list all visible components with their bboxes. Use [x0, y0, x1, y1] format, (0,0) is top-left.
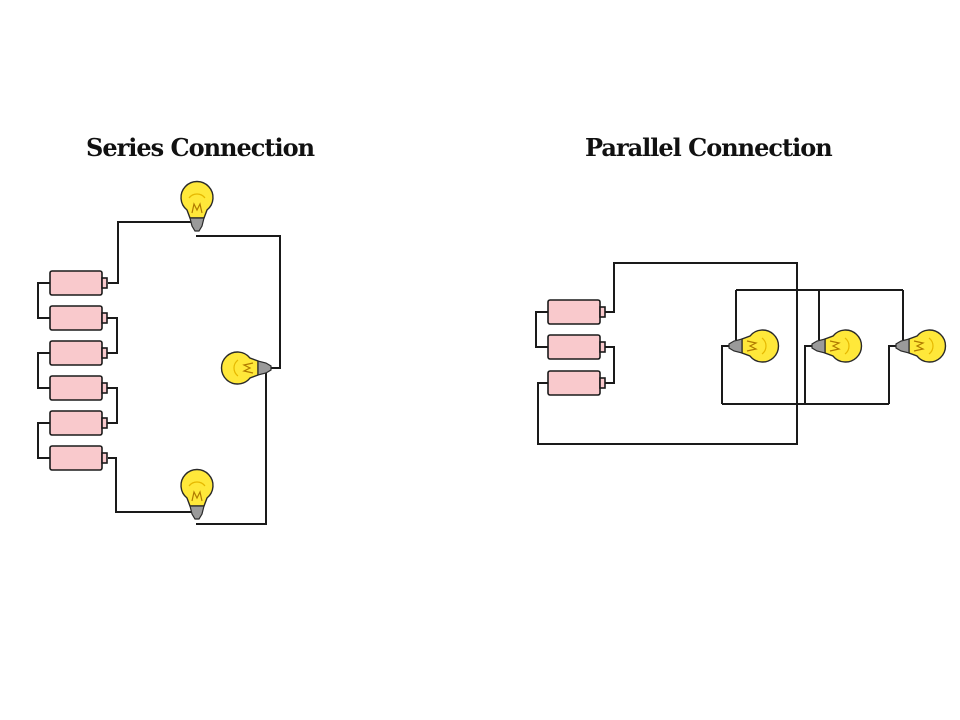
- parallel-bulbs: [728, 329, 947, 363]
- battery-cell-icon: [49, 340, 108, 366]
- parallel-wires: [535, 262, 904, 445]
- series-bulbs: [180, 180, 272, 520]
- parallel-connection-title: Parallel Connection: [585, 133, 833, 162]
- battery-cell-icon: [49, 305, 108, 331]
- light-bulb-icon: [220, 351, 272, 385]
- battery-cell-icon: [547, 370, 606, 396]
- battery-cell-icon: [49, 445, 108, 471]
- battery-cell-icon: [49, 270, 108, 296]
- battery-cell-icon: [49, 375, 108, 401]
- series-wires: [37, 221, 281, 525]
- series-battery-stack: [49, 270, 108, 471]
- battery-cell-icon: [49, 410, 108, 436]
- light-bulb-icon: [180, 180, 214, 232]
- series-circuit: [37, 180, 281, 525]
- series-connection-title: Series Connection: [86, 133, 315, 162]
- parallel-battery-stack: [547, 299, 606, 396]
- battery-cell-icon: [547, 299, 606, 325]
- battery-cell-icon: [547, 334, 606, 360]
- parallel-circuit: [535, 262, 947, 445]
